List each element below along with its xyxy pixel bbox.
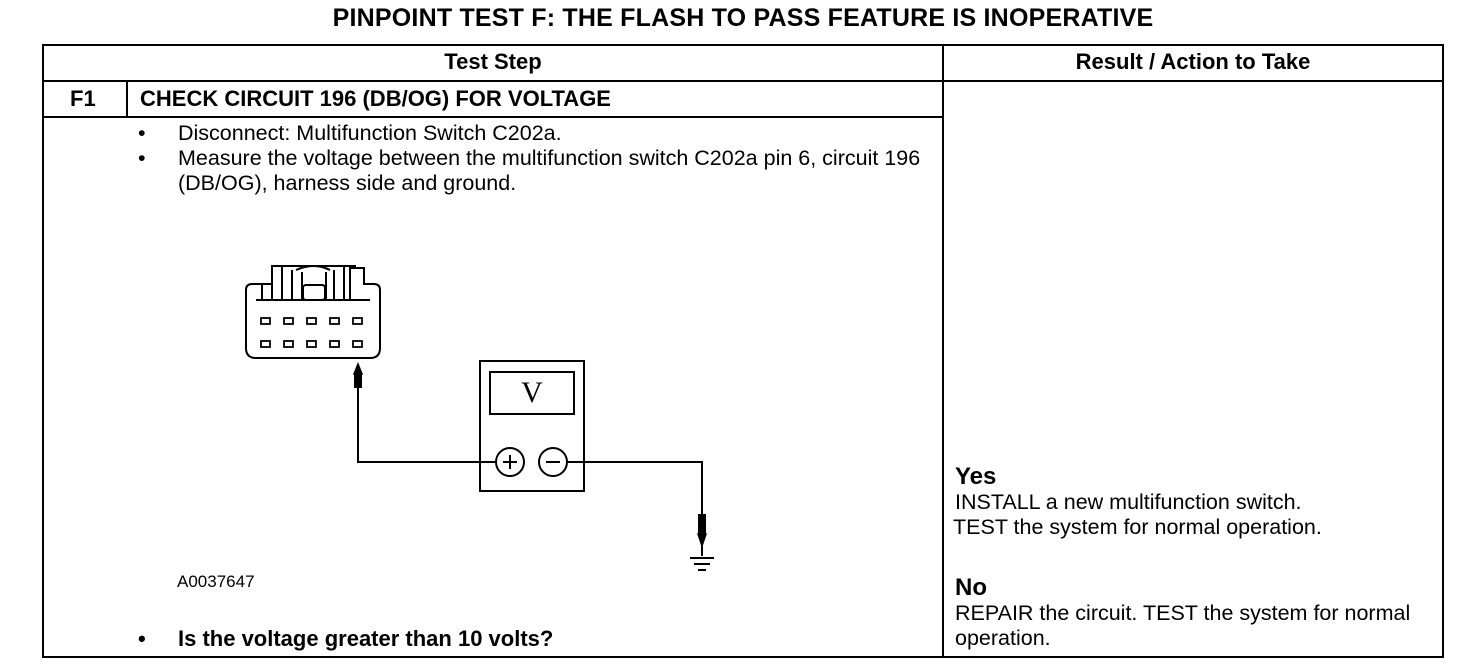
result-yes: Yes INSTALL a new multifunction switch. …	[953, 463, 1435, 540]
voltmeter-symbol: V	[521, 376, 543, 409]
result-yes-action-1: INSTALL a new multifunction switch.	[955, 490, 1302, 514]
step-id: F1	[70, 86, 96, 111]
result-no-action: REPAIR the circuit. TEST the system for …	[955, 601, 1411, 650]
voltmeter	[479, 360, 585, 492]
result-yes-label: Yes	[955, 463, 997, 490]
step-question: • Is the voltage greater than 10 volts?	[136, 626, 553, 652]
instruction-item: • Disconnect: Multifunction Switch C202a…	[136, 121, 926, 146]
instruction-text: Measure the voltage between the multifun…	[178, 146, 921, 195]
instruction-item: • Measure the voltage between the multif…	[136, 146, 926, 196]
connector-pins	[260, 317, 363, 348]
result-no-label: No	[955, 574, 987, 601]
step-row-divider	[42, 116, 944, 118]
step-id-divider	[126, 80, 128, 118]
ground-icon	[690, 557, 714, 571]
connector-c202a-drawing	[245, 265, 381, 359]
column-header-test-step: Test Step	[444, 49, 542, 74]
figure-id: A0037647	[177, 572, 255, 591]
step-instructions: • Disconnect: Multifunction Switch C202a…	[136, 121, 926, 196]
positive-probe-lead	[352, 361, 496, 463]
header-divider	[42, 80, 1444, 82]
bullet-glyph: •	[138, 146, 146, 170]
column-header-result-action: Result / Action to Take	[1075, 49, 1311, 74]
page-title: PINPOINT TEST F: THE FLASH TO PASS FEATU…	[332, 4, 1154, 32]
bullet-glyph: •	[138, 121, 146, 145]
instruction-text: Disconnect: Multifunction Switch C202a.	[178, 121, 562, 145]
negative-probe-lead	[567, 461, 708, 556]
result-no: No REPAIR the circuit. TEST the system f…	[955, 575, 1435, 651]
step-title: CHECK CIRCUIT 196 (DB/OG) FOR VOLTAGE	[140, 86, 611, 111]
question-text: Is the voltage greater than 10 volts?	[178, 626, 554, 651]
bullet-glyph: •	[138, 626, 146, 651]
pinpoint-test-table	[42, 44, 1444, 658]
result-yes-action-2: TEST the system for normal operation.	[953, 515, 1322, 539]
column-divider	[942, 44, 944, 658]
